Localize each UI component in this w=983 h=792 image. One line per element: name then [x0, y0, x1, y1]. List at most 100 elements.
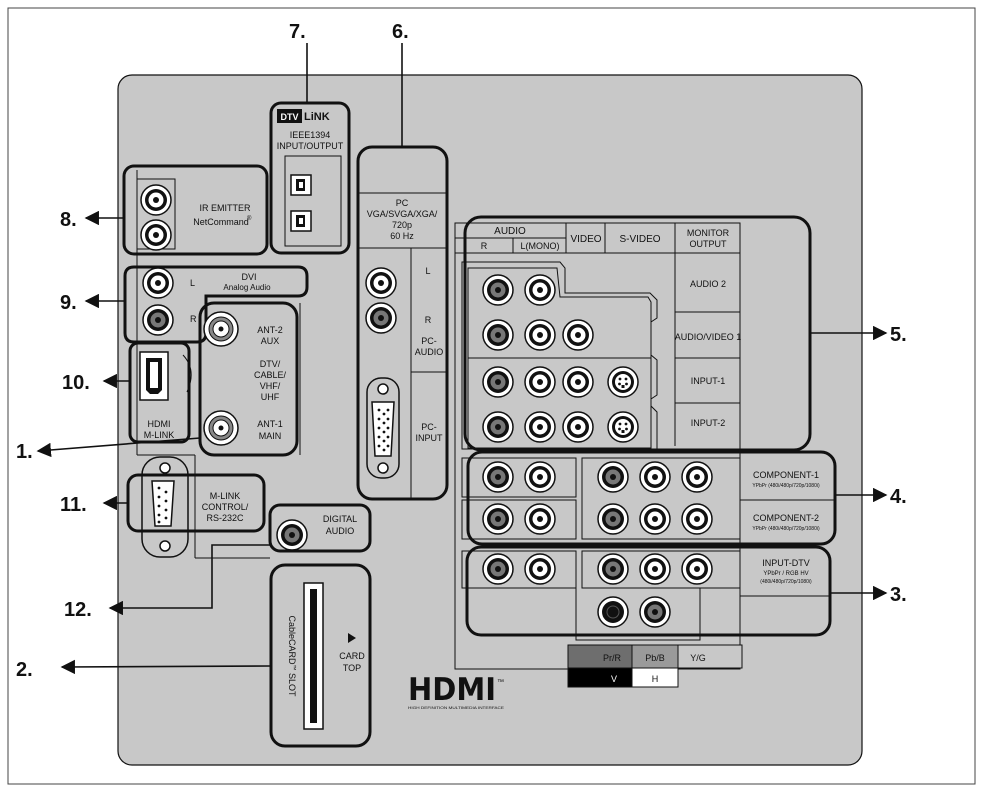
component-block: COMPONENT-1 YPbPr (480i/480p/720p/1080i)…: [461, 450, 837, 546]
input2-audio-r-jack[interactable]: [482, 411, 514, 443]
monitor-audio-r-jack[interactable]: [482, 274, 514, 306]
legend-yg: Y/G: [690, 653, 706, 663]
callouts: [36, 43, 888, 675]
ir-emitter-section: IR EMITTER NetCommand ®: [122, 164, 269, 256]
dvi-audio-l-label: L: [190, 278, 195, 288]
input2-svideo-jack[interactable]: [607, 411, 639, 443]
ir-emitter-jack-1[interactable]: [140, 184, 172, 216]
cablecard-slot-label: CableCARD™ SLOT: [287, 615, 297, 697]
input1-video-jack[interactable]: [562, 366, 594, 398]
pc-label: PC: [396, 198, 409, 208]
input2-audio-l-jack[interactable]: [524, 411, 556, 443]
comp2-audio-r-jack[interactable]: [482, 503, 514, 535]
antenna-section: ANT-2 AUX DTV/ CABLE/ VHF/ UHF ANT-1 MAI…: [198, 301, 299, 457]
callout-4: 4.: [890, 486, 907, 508]
monitor-audio-l-jack[interactable]: [524, 274, 556, 306]
dtv-h-jack[interactable]: [639, 596, 671, 628]
input2-video-jack[interactable]: [562, 411, 594, 443]
comp2-y-jack[interactable]: [681, 503, 713, 535]
callout-3: 3.: [890, 584, 907, 606]
uhf-label: UHF: [261, 392, 280, 402]
pc-input-label-2: INPUT: [416, 433, 444, 443]
monitor-header: MONITOR: [687, 228, 730, 238]
callout-10: 10.: [62, 372, 90, 394]
aux-label: AUX: [261, 336, 280, 346]
ant1-label: ANT-1: [257, 419, 283, 429]
component2-label: COMPONENT-2: [753, 513, 819, 523]
dtv-audio-r-jack[interactable]: [482, 553, 514, 585]
hdmi-logo-mark: HDMI: [408, 672, 496, 708]
vga-port[interactable]: [366, 377, 400, 479]
card-label: CARD: [339, 651, 365, 661]
pc-audio-r-label: R: [425, 315, 432, 325]
video-header: VIDEO: [570, 234, 601, 245]
dtv-audio-l-jack[interactable]: [524, 553, 556, 585]
pc-audio-r-jack[interactable]: [365, 302, 397, 334]
av1-video-jack[interactable]: [562, 319, 594, 351]
vhf-label: VHF/: [260, 381, 281, 391]
dvi-label: DVI: [241, 272, 256, 282]
dtv-v-jack[interactable]: [597, 596, 629, 628]
pc-modes-label: VGA/SVGA/XGA/: [367, 209, 438, 219]
pc-60hz-label: 60 Hz: [390, 231, 414, 241]
card-top-arrow-icon: [348, 633, 356, 643]
pc-audio-l-jack[interactable]: [365, 267, 397, 299]
digital-audio-jack[interactable]: [276, 519, 308, 551]
dvi-audio-r-label: R: [190, 314, 197, 324]
callout-12: 12.: [64, 599, 92, 621]
audio-lmono-header: L(MONO): [521, 241, 560, 251]
callout-2: 2.: [16, 659, 33, 681]
input1-svideo-jack[interactable]: [607, 366, 639, 398]
link-logo-text: LiNK: [304, 111, 330, 123]
audio-header: AUDIO: [494, 226, 526, 237]
netcommand-registered: ®: [247, 215, 252, 222]
comp2-audio-l-jack[interactable]: [524, 503, 556, 535]
pc-720p-label: 720p: [392, 220, 412, 230]
av1-row-label: AUDIO/VIDEO 1: [675, 332, 742, 342]
ant2-aux-connector[interactable]: [203, 311, 239, 347]
ieee1394-port-1[interactable]: [290, 174, 312, 196]
legend-h: H: [652, 674, 659, 684]
dtv-pr-jack[interactable]: [597, 553, 629, 585]
rs232c-port[interactable]: [151, 480, 175, 527]
dtv-logo-text: DTV: [281, 112, 299, 122]
dvi-audio-l-jack[interactable]: [142, 267, 174, 299]
av1-audio-r-jack[interactable]: [482, 319, 514, 351]
hdmi-logo-tagline: HIGH DEFINITION MULTIMEDIA INTERFACE: [408, 705, 504, 710]
cablecard-slot[interactable]: [303, 582, 324, 730]
ant1-main-connector[interactable]: [203, 410, 239, 446]
hdmi-port[interactable]: [139, 351, 169, 401]
mlink-label: M-LINK: [210, 491, 241, 501]
dvi-audio-r-jack[interactable]: [142, 304, 174, 336]
dtv-y-jack[interactable]: [681, 553, 713, 585]
callout-1: 1.: [16, 441, 33, 463]
ir-emitter-jack-2[interactable]: [140, 219, 172, 251]
input1-audio-l-jack[interactable]: [524, 366, 556, 398]
digital-audio-section: DIGITAL AUDIO: [268, 503, 372, 553]
ieee1394-port-2[interactable]: [290, 210, 312, 232]
callout-6: 6.: [392, 21, 409, 43]
digital-audio-label: AUDIO: [326, 526, 355, 536]
pc-audio-label-1: PC-: [421, 336, 437, 346]
callout-9: 9.: [60, 292, 77, 314]
dtv-pb-jack[interactable]: [639, 553, 671, 585]
comp2-pb-jack[interactable]: [639, 503, 671, 535]
comp2-pr-jack[interactable]: [597, 503, 629, 535]
av1-audio-l-jack[interactable]: [524, 319, 556, 351]
mlink-port-label: M-LINK: [144, 430, 175, 440]
input-dtv-sub-label-1: YPbPr / RGB HV: [763, 571, 808, 577]
comp1-y-jack[interactable]: [681, 461, 713, 493]
cable-label: CABLE/: [254, 370, 287, 380]
input1-row-label: INPUT-1: [691, 376, 726, 386]
comp1-audio-r-jack[interactable]: [482, 461, 514, 493]
comp1-audio-l-jack[interactable]: [524, 461, 556, 493]
comp1-pr-jack[interactable]: [597, 461, 629, 493]
callout-11: 11.: [60, 494, 87, 516]
digital-label: DIGITAL: [323, 514, 357, 524]
ant2-label: ANT-2: [257, 325, 283, 335]
dvi-audio-section: L R DVI Analog Audio: [123, 265, 309, 344]
comp1-pb-jack[interactable]: [639, 461, 671, 493]
callout-8: 8.: [60, 209, 77, 231]
input1-audio-r-jack[interactable]: [482, 366, 514, 398]
